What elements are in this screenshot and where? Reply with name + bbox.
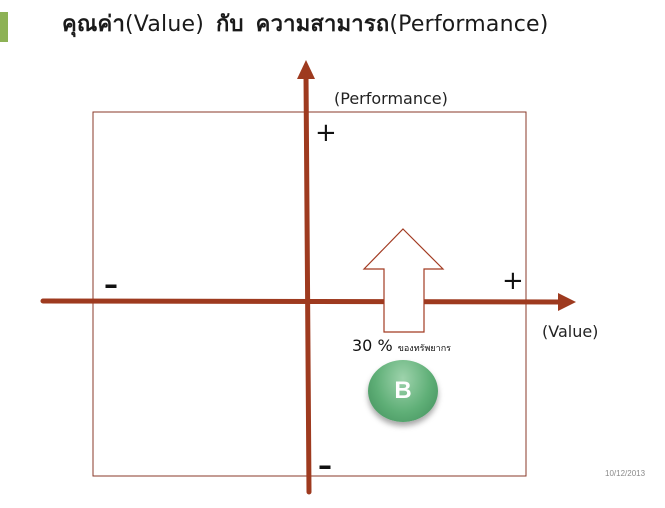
x-axis-line [40, 298, 565, 305]
title-thai-performance: ความสามารถ [255, 12, 390, 37]
title-thai-with: กับ [215, 12, 244, 37]
b-badge: B [368, 360, 438, 422]
y-axis-line [303, 72, 312, 495]
top-plus-sign: + [315, 118, 337, 148]
x-axis-label: (Value) [542, 322, 599, 341]
title-en-performance: (Performance) [389, 12, 549, 37]
title-en-value: (Value) [125, 12, 204, 37]
y-axis-label: (Performance) [334, 89, 448, 108]
accent-bar [0, 12, 8, 42]
resource-percent: 30 % [352, 336, 393, 355]
slide-date: 10/12/2013 [605, 469, 646, 478]
resource-text: ของทรัพยากร [397, 344, 452, 354]
resource-caption: 30 % ของทรัพยากร [352, 338, 451, 354]
right-plus-sign: + [502, 266, 524, 296]
y-axis-arrowhead [297, 60, 315, 79]
title-thai-value: คุณค่า [62, 12, 125, 37]
bottom-minus-sign: – [318, 449, 332, 482]
up-arrow-icon [362, 228, 445, 333]
x-axis-arrowhead [558, 293, 576, 311]
left-minus-sign: – [104, 268, 118, 301]
slide-title: คุณค่า(Value) กับ ความสามารถ(Performance) [62, 10, 549, 40]
b-badge-label: B [394, 377, 412, 404]
